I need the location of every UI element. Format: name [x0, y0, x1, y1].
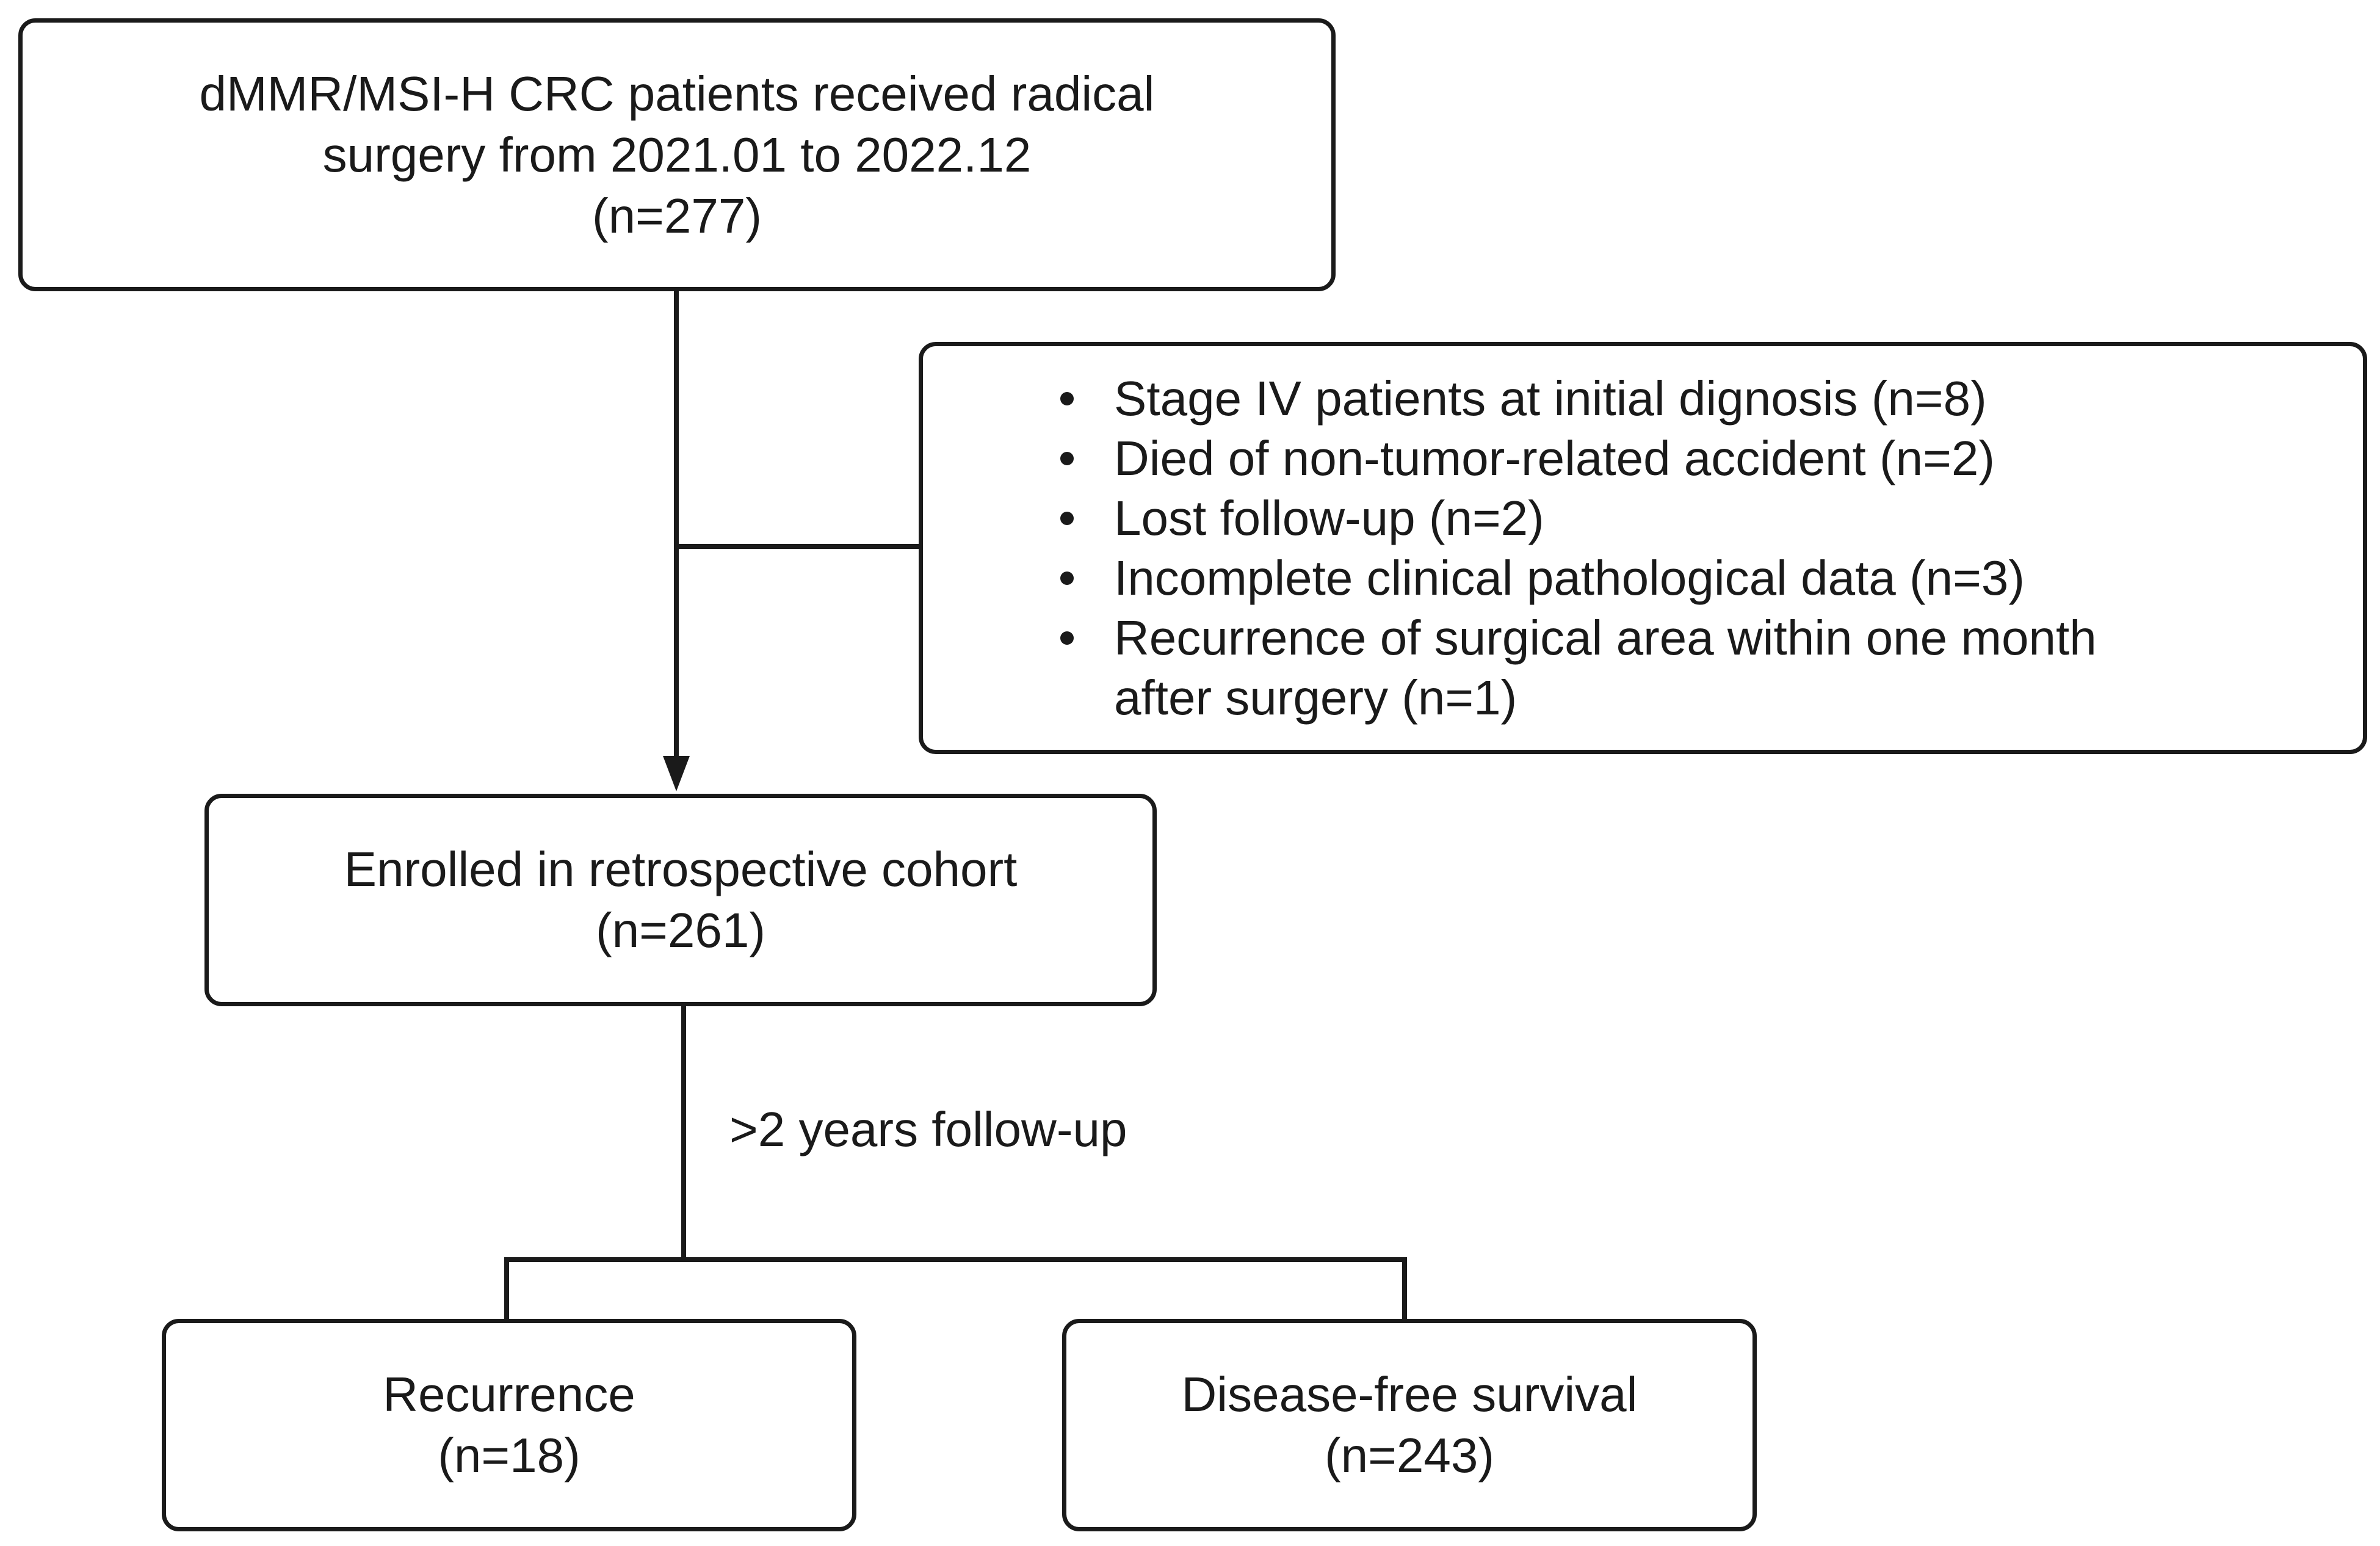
recurrence-count: (n=18)	[438, 1428, 581, 1482]
recurrence-label: Recurrence	[383, 1367, 635, 1421]
exclusion-item-text: Died of non-tumor-related accident (n=2)	[1114, 430, 1995, 485]
exclusion-item-incomplete-data: Incomplete clinical pathological data (n…	[1060, 548, 2097, 608]
initial-cohort-count: (n=277)	[592, 188, 762, 243]
follow-up-label: >2 years follow-up	[729, 1102, 1127, 1156]
exclusion-item-stage-iv: Stage IV patients at initial dignosis (n…	[1060, 369, 2097, 429]
enrolled-cohort-label: Enrolled in retrospective cohort	[344, 842, 1018, 896]
exclusion-criteria-box: Stage IV patients at initial dignosis (n…	[919, 342, 2367, 754]
disease-free-survival-label: Disease-free survival	[1181, 1367, 1638, 1421]
disease-free-survival-count: (n=243)	[1325, 1428, 1494, 1482]
initial-cohort-box: dMMR/MSI-H CRC patients received radical…	[18, 18, 1336, 291]
exclusion-list: Stage IV patients at initial dignosis (n…	[923, 369, 2097, 728]
exclusion-item-lost-follow-up: Lost follow-up (n=2)	[1060, 488, 2097, 548]
exclusion-item-text: Incomplete clinical pathological data (n…	[1114, 550, 2025, 605]
exclusion-item-died-accident: Died of non-tumor-related accident (n=2)	[1060, 429, 2097, 488]
initial-cohort-line-2: surgery from 2021.01 to 2022.12	[322, 127, 1032, 182]
arrow-head-to-enrolled	[663, 756, 690, 791]
exclusion-item-early-recurrence: Recurrence of surgical area within one m…	[1060, 608, 2097, 728]
disease-free-survival-box: Disease-free survival (n=243)	[1062, 1319, 1757, 1531]
exclusion-item-text: Recurrence of surgical area within one m…	[1114, 610, 2097, 665]
enrolled-cohort-count: (n=261)	[596, 903, 765, 957]
exclusion-item-text: Lost follow-up (n=2)	[1114, 490, 1544, 545]
exclusion-item-text: Stage IV patients at initial dignosis (n…	[1114, 371, 1987, 426]
recurrence-box: Recurrence (n=18)	[162, 1319, 856, 1531]
enrolled-cohort-box: Enrolled in retrospective cohort (n=261)	[204, 794, 1157, 1006]
initial-cohort-line-1: dMMR/MSI-H CRC patients received radical	[199, 66, 1155, 121]
exclusion-item-continuation: after surgery (n=1)	[1114, 670, 1517, 725]
